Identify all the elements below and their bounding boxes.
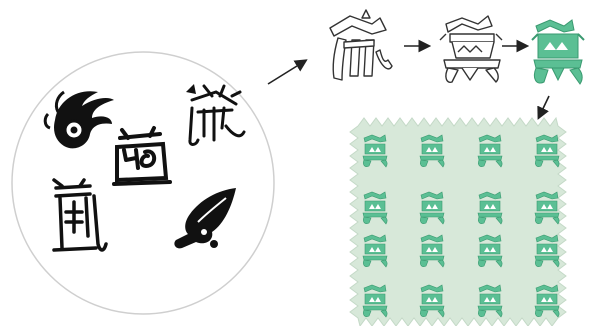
swirl-eye-glyph <box>43 90 114 149</box>
pattern-motif <box>534 284 560 318</box>
fabric-background <box>349 116 567 326</box>
tree-figure-glyph <box>186 84 246 146</box>
pattern-motif <box>362 234 388 268</box>
pattern-motif <box>477 234 503 268</box>
pattern-motif <box>362 284 388 318</box>
arrow-to-pattern <box>537 95 550 120</box>
house-frame-glyph <box>112 126 172 186</box>
pattern-motif <box>419 284 445 318</box>
pattern-motif <box>477 284 503 318</box>
redesign-stage <box>439 15 503 83</box>
leaf-bird-glyph <box>174 188 236 249</box>
pattern-motif <box>534 134 560 168</box>
outline-stage <box>329 9 393 81</box>
pattern-motif <box>362 134 388 168</box>
pillar-frame-glyph <box>52 178 108 252</box>
pattern-motif <box>534 234 560 268</box>
arrow-to-outline <box>267 59 308 85</box>
colored-stage <box>531 19 585 85</box>
pattern-fabric <box>349 116 567 326</box>
pattern-motif <box>419 234 445 268</box>
pattern-motif <box>419 134 445 168</box>
pattern-motif <box>362 191 388 225</box>
pattern-motif <box>419 191 445 225</box>
pattern-motif <box>477 191 503 225</box>
pattern-motif <box>477 134 503 168</box>
pattern-motif <box>534 191 560 225</box>
source-glyph-circle <box>11 51 275 315</box>
